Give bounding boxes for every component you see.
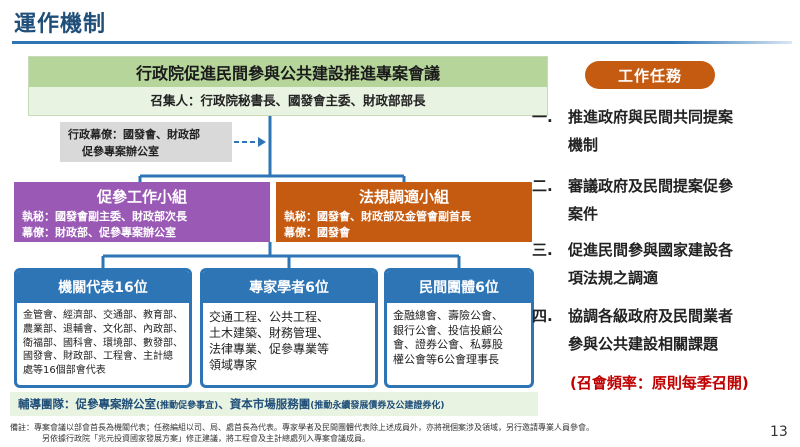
task-text: 協調各級政府及民間業者 參與公共建設相關課題 <box>568 302 794 358</box>
committee-name: 行政院促進民間參與公共建設推進專案會議 <box>29 57 547 87</box>
counsel-label: 輔導團隊：促參專案辦公室 <box>18 397 156 411</box>
member-experts-line: 土木建築、財務管理、 <box>209 326 330 340</box>
footnote-line: 另依據行政院「兆元投資國家發展方案」修正建議，將工程會及主計總處列入專案會議成員… <box>42 434 370 443</box>
task-text: 審議政府及民間提案促參 案件 <box>568 172 794 228</box>
member-agencies-list: 金管會、經濟部、交通部、教育部、 農業部、退輔會、文化部、內政部、 衛福部、國科… <box>23 309 185 378</box>
counsel-label-note: (推動促參事宜) <box>156 400 219 411</box>
member-experts-title: 專家學者6位 <box>203 271 375 303</box>
member-box-experts: 專家學者6位 交通工程、公共工程、 土木建築、財務管理、 法律專業、促參專業等 … <box>200 268 378 388</box>
footnote: 備註：專案會議以部會首長為機關代表；任務編組以司、局、處首長為代表。專家學者及民… <box>10 422 750 444</box>
title-underline <box>12 41 672 44</box>
title-underline-fade <box>672 41 792 44</box>
executive-staff-box: 行政幕僚：國發會、財政部 促參專案辦公室 <box>60 122 232 162</box>
counsel-second: 、資本市場服務團 <box>218 397 311 411</box>
page-title: 運作機制 <box>14 12 107 37</box>
member-civil-line: 金融總會、壽險公會、 <box>393 309 503 322</box>
task-item: 三. 促進民間參與國家建設各 項法規之調適 <box>532 236 794 292</box>
workgroup-promo-box: 促參工作小組 執秘：國發會副主委、財政部次長 幕僚：財政部、促參專案辦公室 <box>14 182 270 242</box>
member-civil-line: 權公會等6公會理事長 <box>393 352 499 366</box>
member-experts-line: 法律專業、促參專業等 <box>209 342 330 356</box>
task-item: 一. 推進政府與民間共同提案 機制 <box>532 103 794 159</box>
task-number: 二. <box>532 177 553 195</box>
workgroup-law-box: 法規調適小組 執秘：國發會、財政部及金管會副首長 幕僚：國發會 <box>276 182 532 242</box>
member-experts-line: 交通工程、公共工程、 <box>209 310 330 324</box>
tasks-heading-pill: 工作任務 <box>585 61 715 89</box>
member-civil-line: 銀行公會、投信投顧公 <box>393 323 503 337</box>
committee-box: 行政院促進民間參與公共建設推進專案會議 召集人：行政院秘書長、國發會主委、財政部… <box>28 56 548 116</box>
meeting-frequency: (召會頻率：原則每季召開) <box>570 374 749 392</box>
workgroup-law-staff: 幕僚：國發會 <box>284 226 350 239</box>
member-agencies-line: 衛福部、國科會、環境部、數發部、 <box>23 337 183 349</box>
task-line: 案件 <box>568 205 599 223</box>
page-number: 13 <box>770 424 788 440</box>
task-text: 推進政府與民間共同提案 機制 <box>568 103 794 159</box>
task-line: 機制 <box>568 136 599 154</box>
member-box-agencies: 機關代表16位 金管會、經濟部、交通部、教育部、 農業部、退輔會、文化部、內政部… <box>14 268 192 388</box>
task-line: 推進政府與民間共同提案 <box>568 108 734 126</box>
member-experts-list: 交通工程、公共工程、 土木建築、財務管理、 法律專業、促參專業等 領域專家 <box>209 309 371 373</box>
member-civil-line: 會、證券公會、私募股 <box>393 338 503 351</box>
task-item: 二. 審議政府及民間提案促參 案件 <box>532 172 794 228</box>
workgroup-law-secretary: 執秘：國發會、財政部及金管會副首長 <box>284 210 471 223</box>
connector-arrowhead <box>258 137 266 147</box>
member-agencies-line: 國發會、財政部、工程會、主計總 <box>23 351 173 363</box>
task-line: 參與公共建設相關課題 <box>568 335 719 353</box>
counsel-second-note: (推動永續發展債券及公建證券化) <box>310 400 445 411</box>
workgroup-promo-title: 促參工作小組 <box>96 188 187 206</box>
task-item: 四. 協調各級政府及民間業者 參與公共建設相關課題 <box>532 302 794 358</box>
executive-staff-line1: 行政幕僚：國發會、財政部 <box>68 128 200 141</box>
executive-staff-line2: 促參專案辦公室 <box>82 145 159 158</box>
task-line: 協調各級政府及民間業者 <box>568 307 734 325</box>
counsel-team-bar: 輔導團隊：促參專案辦公室 (推動促參事宜) 、資本市場服務團 (推動永續發展債券… <box>10 392 538 416</box>
task-line: 項法規之調適 <box>568 269 659 287</box>
member-box-civil-groups: 民間團體6位 金融總會、壽險公會、 銀行公會、投信投顧公 會、證券公會、私募股 … <box>384 268 534 388</box>
member-agencies-title: 機關代表16位 <box>17 271 189 303</box>
member-agencies-line: 金管會、經濟部、交通部、教育部、 <box>23 310 183 321</box>
member-agencies-line: 農業部、退輔會、文化部、內政部、 <box>23 323 183 335</box>
member-civil-title: 民間團體6位 <box>387 271 531 303</box>
task-text: 促進民間參與國家建設各 項法規之調適 <box>568 236 794 292</box>
task-number: 一. <box>532 108 553 126</box>
member-agencies-line: 處等16個部會代表 <box>23 365 106 377</box>
workgroup-promo-staff: 幕僚：財政部、促參專案辦公室 <box>22 226 176 239</box>
member-civil-list: 金融總會、壽險公會、 銀行公會、投信投顧公 會、證券公會、私募股 權公會等6公會… <box>393 309 527 367</box>
workgroup-promo-secretary: 執秘：國發會副主委、財政部次長 <box>22 210 187 223</box>
task-line: 審議政府及民間提案促參 <box>568 177 734 195</box>
committee-convener: 召集人：行政院秘書長、國發會主委、財政部部長 <box>150 93 426 108</box>
task-line: 促進民間參與國家建設各 <box>568 241 734 259</box>
task-number: 三. <box>532 241 553 259</box>
member-experts-line: 領域專家 <box>209 358 258 372</box>
workgroup-law-title: 法規調適小組 <box>358 188 449 206</box>
footnote-line: 備註：專案會議以部會首長為機關代表；任務編組以司、局、處首長為代表。專家學者及民… <box>10 423 594 432</box>
task-number: 四. <box>532 307 553 325</box>
